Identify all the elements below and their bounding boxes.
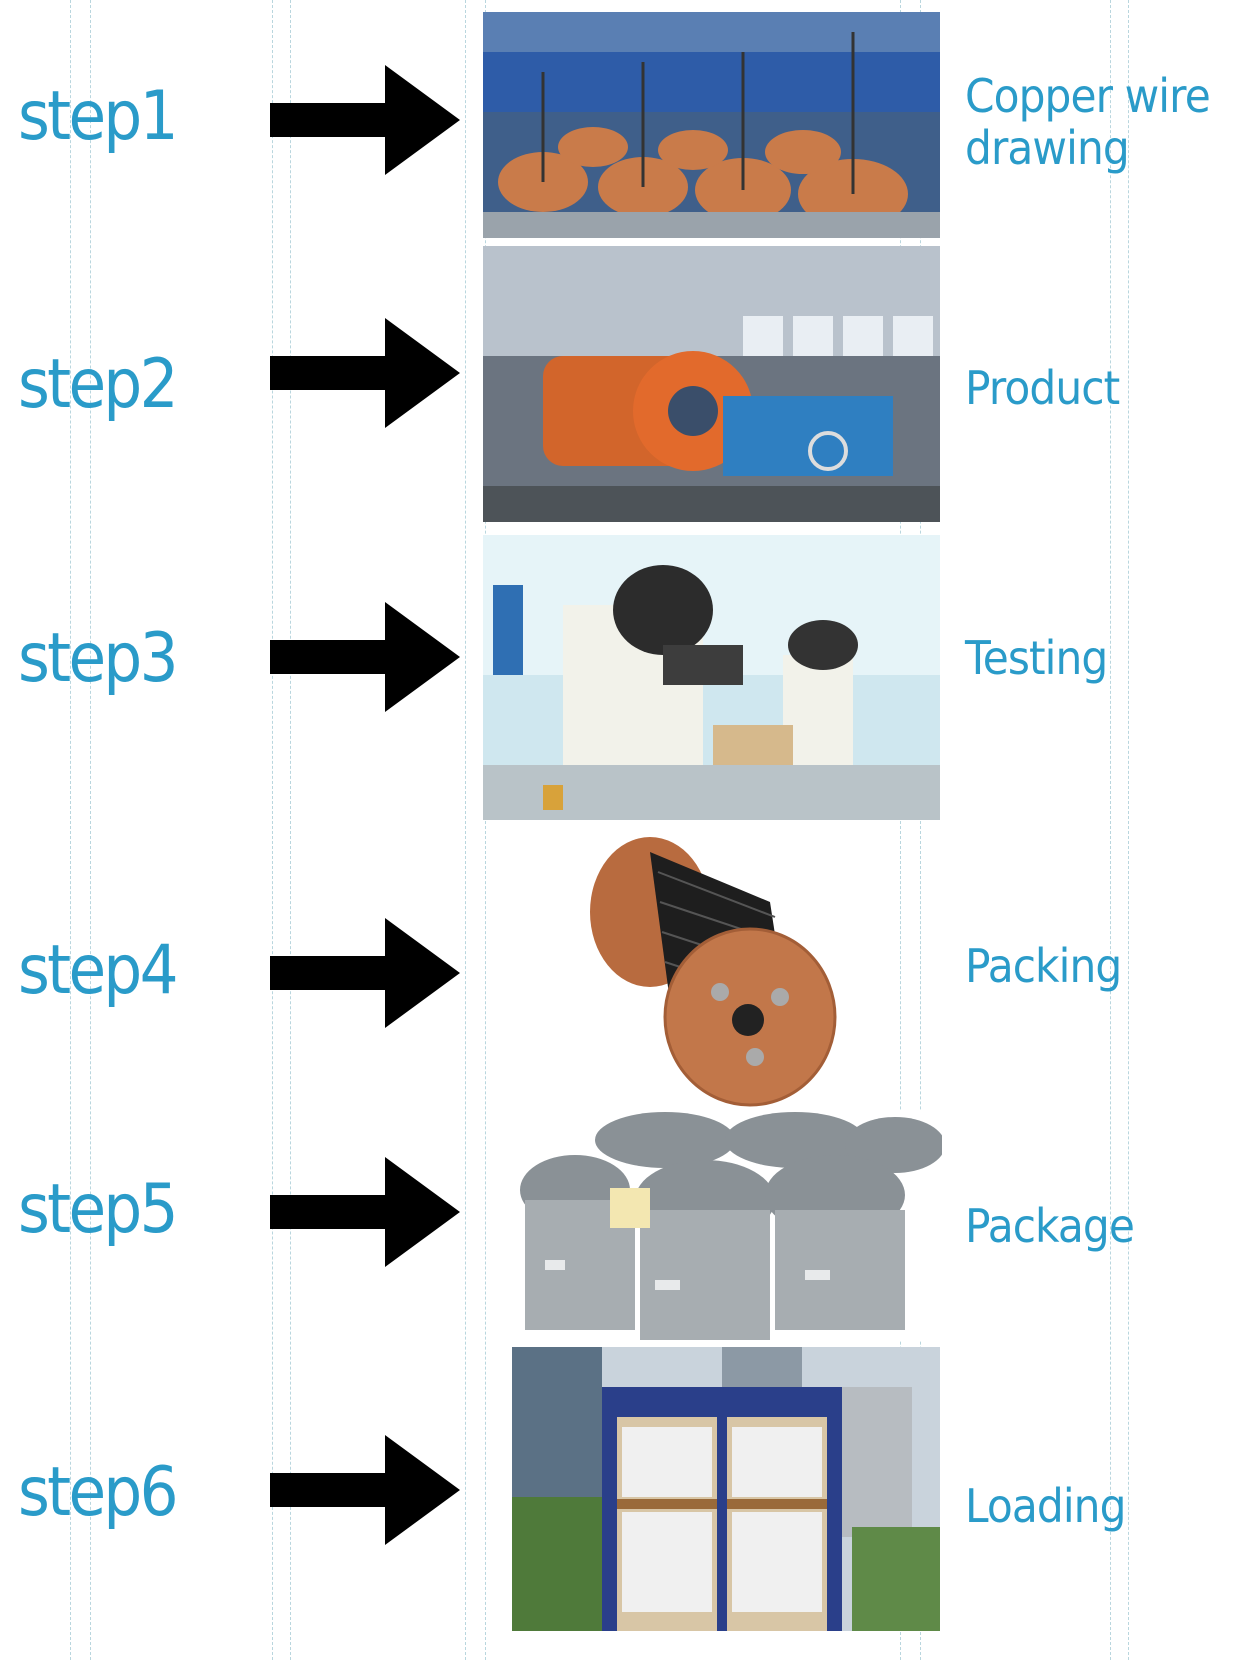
step-caption: Packing [965, 940, 1213, 992]
guide-line [465, 0, 466, 1660]
testing-photo [483, 535, 940, 820]
caption-line: drawing [965, 121, 1130, 175]
step-caption: Loading [965, 1480, 1213, 1532]
caption-line: Testing [965, 631, 1108, 685]
right-arrow-icon [270, 318, 460, 428]
right-arrow-icon [270, 918, 460, 1028]
step-label: step2 [18, 345, 179, 424]
right-arrow-icon [270, 65, 460, 175]
step-label: step5 [18, 1170, 179, 1249]
step-caption: Copper wire drawing [965, 70, 1213, 174]
packing-photo [540, 832, 880, 1110]
step-caption: Package [965, 1200, 1213, 1252]
loading-photo [512, 1347, 940, 1631]
step-caption: Testing [965, 632, 1213, 684]
step-label: step3 [18, 619, 179, 698]
step-label: step1 [18, 77, 179, 156]
right-arrow-icon [270, 1435, 460, 1545]
copper-wire-drawing-photo [483, 12, 940, 238]
caption-line: Loading [965, 1479, 1126, 1533]
guide-line [485, 0, 486, 1660]
guide-line [900, 0, 901, 1660]
guide-line [920, 0, 921, 1660]
guide-line [90, 0, 91, 1660]
guide-line [1128, 0, 1129, 1660]
right-arrow-icon [270, 602, 460, 712]
guide-line [272, 0, 273, 1660]
right-arrow-icon [270, 1157, 460, 1267]
caption-line: Packing [965, 939, 1122, 993]
step-label: step4 [18, 931, 179, 1010]
guide-line [70, 0, 71, 1660]
product-photo [483, 246, 940, 522]
caption-line: Copper wire [965, 69, 1211, 123]
caption-line: Product [965, 361, 1120, 415]
guide-line [1110, 0, 1111, 1660]
caption-line: Package [965, 1199, 1135, 1253]
step-label: step6 [18, 1453, 179, 1532]
package-photo [515, 1110, 942, 1340]
step-caption: Product [965, 362, 1213, 414]
guide-line [290, 0, 291, 1660]
